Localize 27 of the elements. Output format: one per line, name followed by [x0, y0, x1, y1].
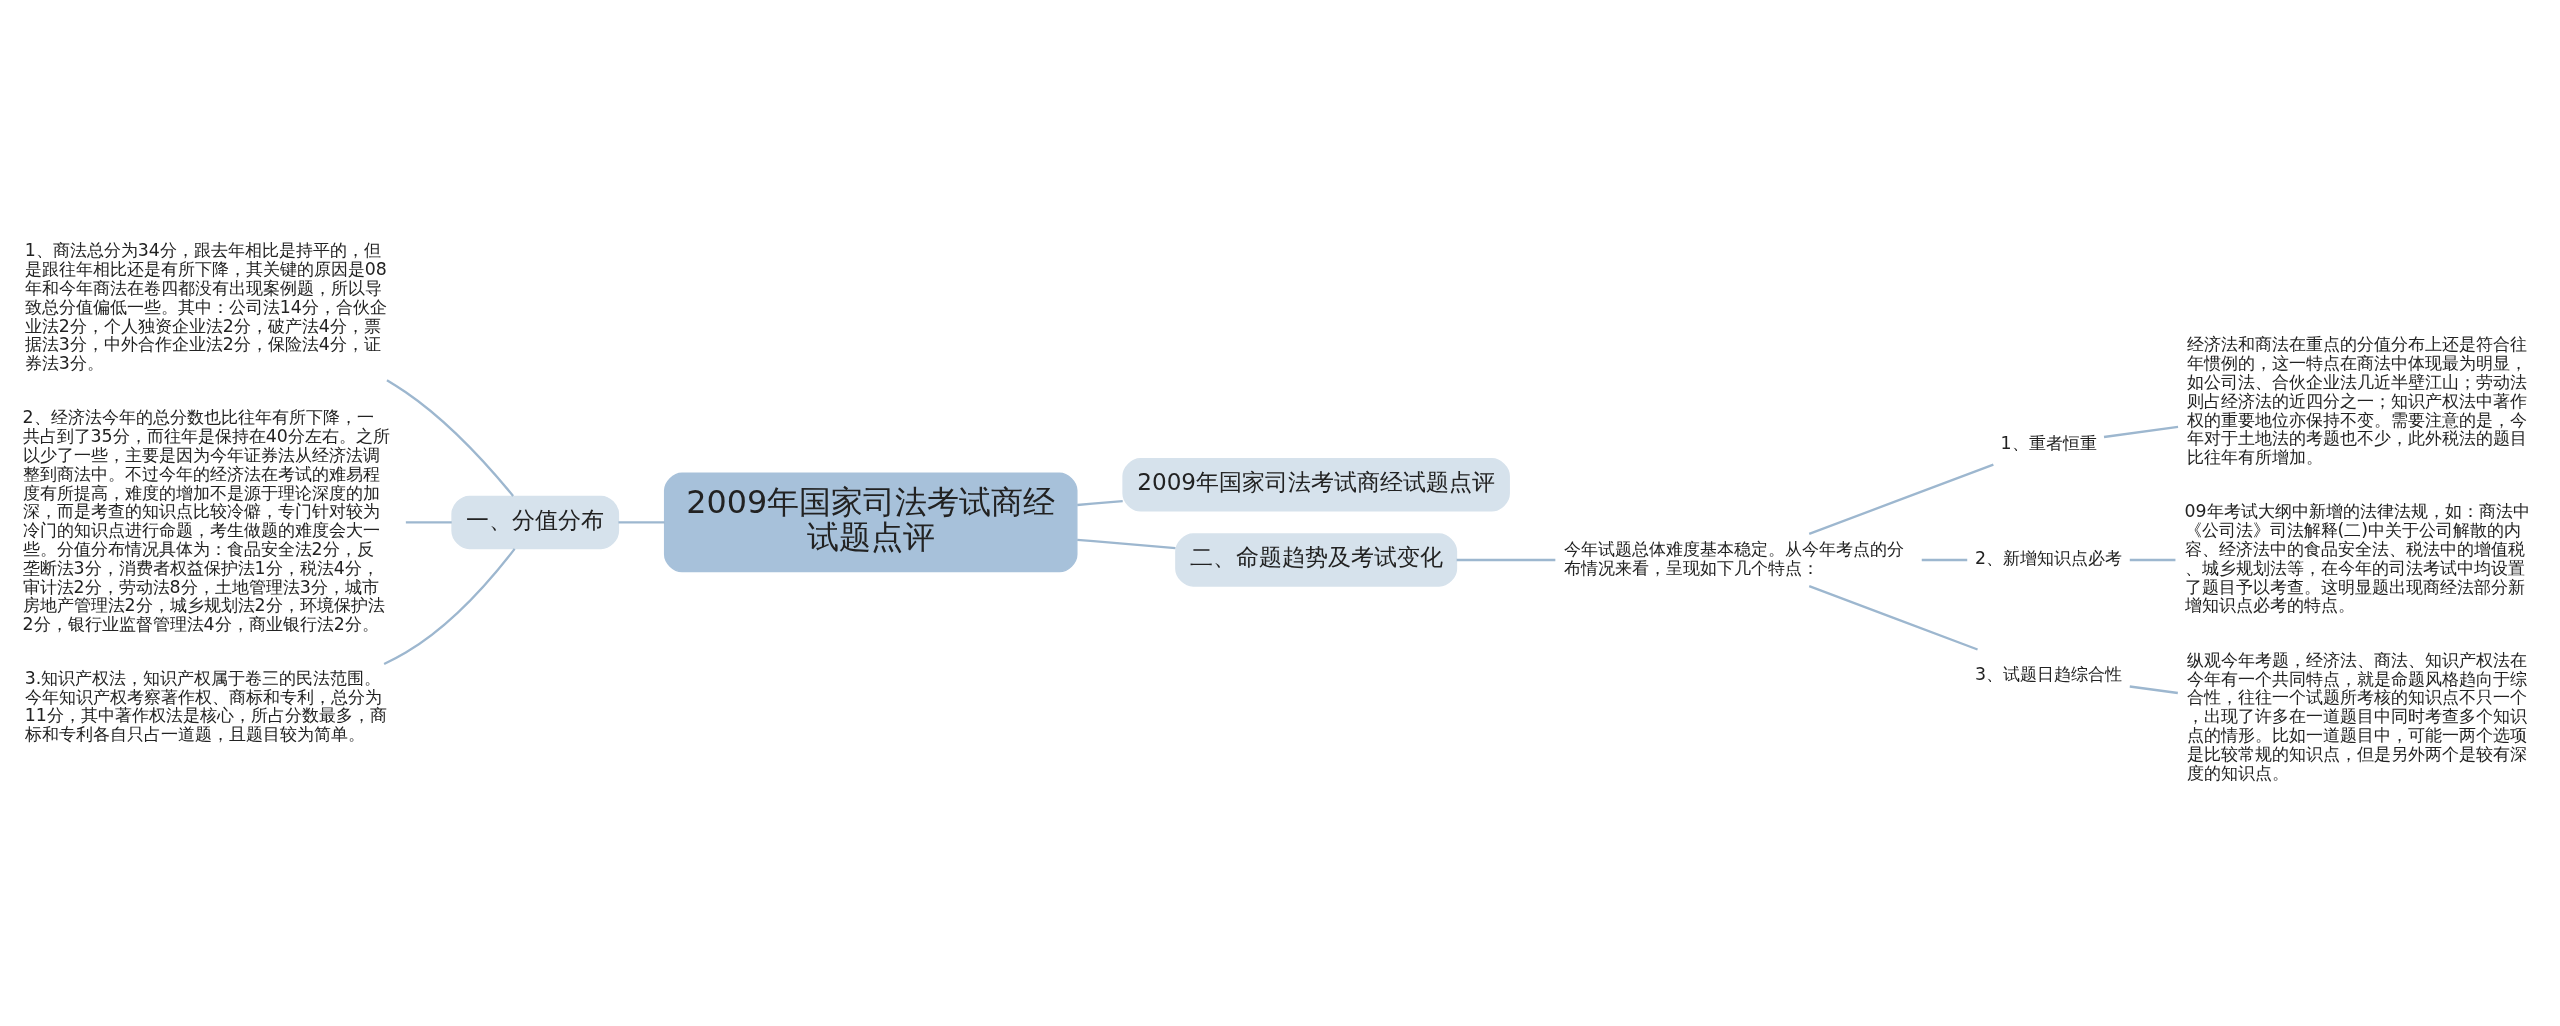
- node-text: 2、新增知识点必考: [1975, 548, 2123, 569]
- connector: [1808, 463, 1994, 535]
- node-box: 2009年国家司法考试商经试题点评: [663, 472, 1078, 573]
- connector: [618, 521, 665, 524]
- connector: [383, 548, 516, 666]
- connector: [2103, 425, 2179, 439]
- node-text: 今年试题总体难度基本稳定。从今年考点的分布情况来看，呈现如下几个特点：: [1564, 539, 1905, 578]
- connector: [2129, 685, 2178, 695]
- connector: [2129, 558, 2176, 562]
- connector: [1921, 558, 1968, 562]
- node-box: 一、分值分布: [451, 495, 620, 550]
- connector: [405, 521, 452, 524]
- node-text: 纵观今年考题，经济法、商法、知识产权法在今年有一个共同特点，就是命题风格趋向于综合性，往往一个试题所考核的知识点不只一个，出现了许多在一道题目中同时考查多个知识点的情形。比如一道题目中，可能一两个选项是比较常规的知识点，但是另外两个是较有深度的知识点。: [2186, 649, 2527, 783]
- node-text: 1、商法总分为34分，跟去年相比是持平的，但是跟往年相比还是有所下降，其关键的原因是08年和今年商法在卷四都没有出现案例题，所以导致总分值偏低一些。其中：公司法14分，合伙企业法2分，个人独资企业法2分，破产法4分，票据法3分，中外合作企业法2分，保险法4分，证券法3分。: [24, 240, 387, 374]
- node-box: 2009年国家司法考试商经试题点评: [1122, 458, 1510, 512]
- node-text: 1、重者恒重: [2000, 432, 2097, 453]
- node-text: 2、经济法今年的总分数也比往年有所下降，一共占到了35分，而往年是保持在40分左右。之所以少了一些，主要是因为今年证券法从经济法调整到商法中。不过今年的经济法在考试的难易程度有所提高，难度的增加不是源于理论深度的加深，而是考查的知识点比较冷僻，专门针对较为冷门的知识点进行命题，考生做题的难度会大一些。分值分布情况具体为：食品安全法2分，反垄断法3分，消费者权益保护法1分，税法4分，审计法2分，劳动法8分，土地管理法3分，城市房地产管理法2分，城乡规划法2分，环境保护法2分，银行业监督管理法4分，商业银行法2分。: [22, 407, 390, 635]
- node-text: 经济法和商法在重点的分值分布上还是符合往年惯例的，这一特点在商法中体现最为明显，如公司法、合伙企业法几近半壁江山；劳动法则占经济法的近四分之一；知识产权法中著作权的重要地位亦保持不变。需要注意的是，今年对于土地法的考题也不少，此外税法的题目比往年有所增加。: [2186, 334, 2527, 468]
- node-text: 09年考试大纲中新增的法律法规，如：商法中《公司法》司法解释(二)中关于公司解散的内容、经济法中的食品安全法、税法中的增值税、城乡规划法等，在今年的司法考试中均设置了题目予以考查。这明显题出现商经法部分新增知识点必考的特点。: [2184, 501, 2530, 616]
- connector: [1077, 499, 1123, 507]
- connector: [1077, 538, 1176, 550]
- connector: [1456, 558, 1556, 562]
- node-text: 3.知识产权法，知识产权属于卷三的民法范围。今年知识产权考察著作权、商标和专利，总分为11分，其中著作权法是核心，所占分数最多，商标和专利各自只占一道题，且题目较为简单。: [24, 667, 387, 745]
- node-box: 二、命题趋势及考试变化: [1175, 533, 1458, 587]
- connector: [1808, 585, 1978, 651]
- node-text: 3、试题日趋综合性: [1975, 664, 2123, 685]
- connector: [386, 379, 514, 497]
